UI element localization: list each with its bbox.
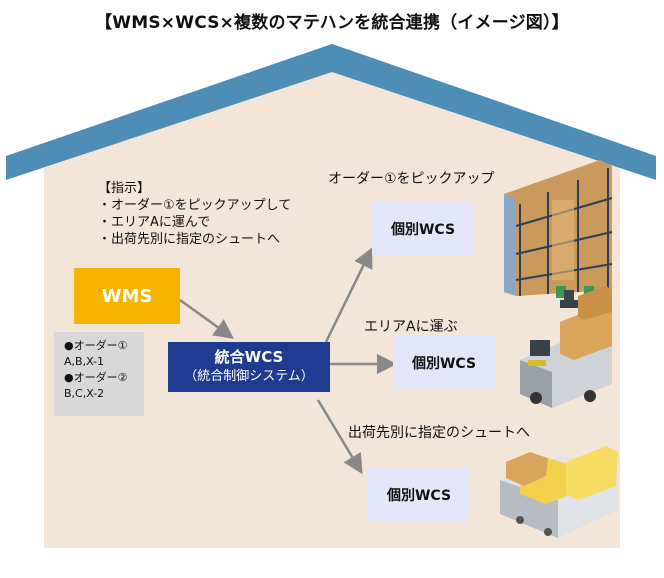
rack-warehouse-icon bbox=[504, 160, 613, 298]
individual-wcs-box-1: 個別WCS bbox=[372, 202, 474, 256]
agv-robot-icon bbox=[520, 286, 612, 408]
orders-panel: ●オーダー① A,B,X-1 ●オーダー② B,C,X-2 bbox=[54, 332, 144, 416]
instruction-line: ・オーダー①をピックアップして bbox=[98, 198, 292, 213]
order-line: ●オーダー② bbox=[64, 371, 128, 384]
branch-label-transport: エリアAに運ぶ bbox=[364, 319, 458, 335]
house-body bbox=[44, 70, 620, 548]
arrow-to-wcs1 bbox=[324, 247, 373, 343]
integrated-wcs-subtitle: （統合制御システム） bbox=[184, 369, 314, 384]
instruction-line: ・エリアAに運んで bbox=[98, 215, 211, 230]
instruction-line: ・出荷先別に指定のシュートへ bbox=[98, 232, 281, 247]
house-roof bbox=[6, 44, 656, 180]
page-title: 【WMS×WCS×複数のマテハンを統合連携（イメージ図）】 bbox=[95, 13, 569, 33]
arrow-to-wcs3 bbox=[316, 399, 363, 475]
wms-box: WMS bbox=[74, 268, 180, 324]
individual-wcs-box-3: 個別WCS bbox=[368, 468, 470, 522]
order-line: ●オーダー① bbox=[64, 339, 128, 352]
integrated-wcs-box: 統合WCS （統合制御システム） bbox=[168, 342, 330, 392]
order-line: B,C,X-2 bbox=[64, 387, 105, 400]
individual-wcs-box-2: 個別WCS bbox=[393, 336, 495, 390]
integrated-wcs-title: 統合WCS bbox=[214, 348, 284, 366]
order-line: A,B,X-1 bbox=[64, 355, 105, 368]
instruction-note: 【指示】 ・オーダー①をピックアップして ・エリアAに運んで ・出荷先別に指定の… bbox=[98, 180, 291, 248]
branch-label-sort: 出荷先別に指定のシュートへ bbox=[348, 425, 530, 441]
arrow-wms-to-integrated bbox=[179, 298, 235, 339]
instruction-heading: 【指示】 bbox=[98, 181, 151, 196]
branch-label-pickup: オーダー①をピックアップ bbox=[328, 171, 495, 187]
sorter-conveyor-icon bbox=[500, 446, 618, 538]
